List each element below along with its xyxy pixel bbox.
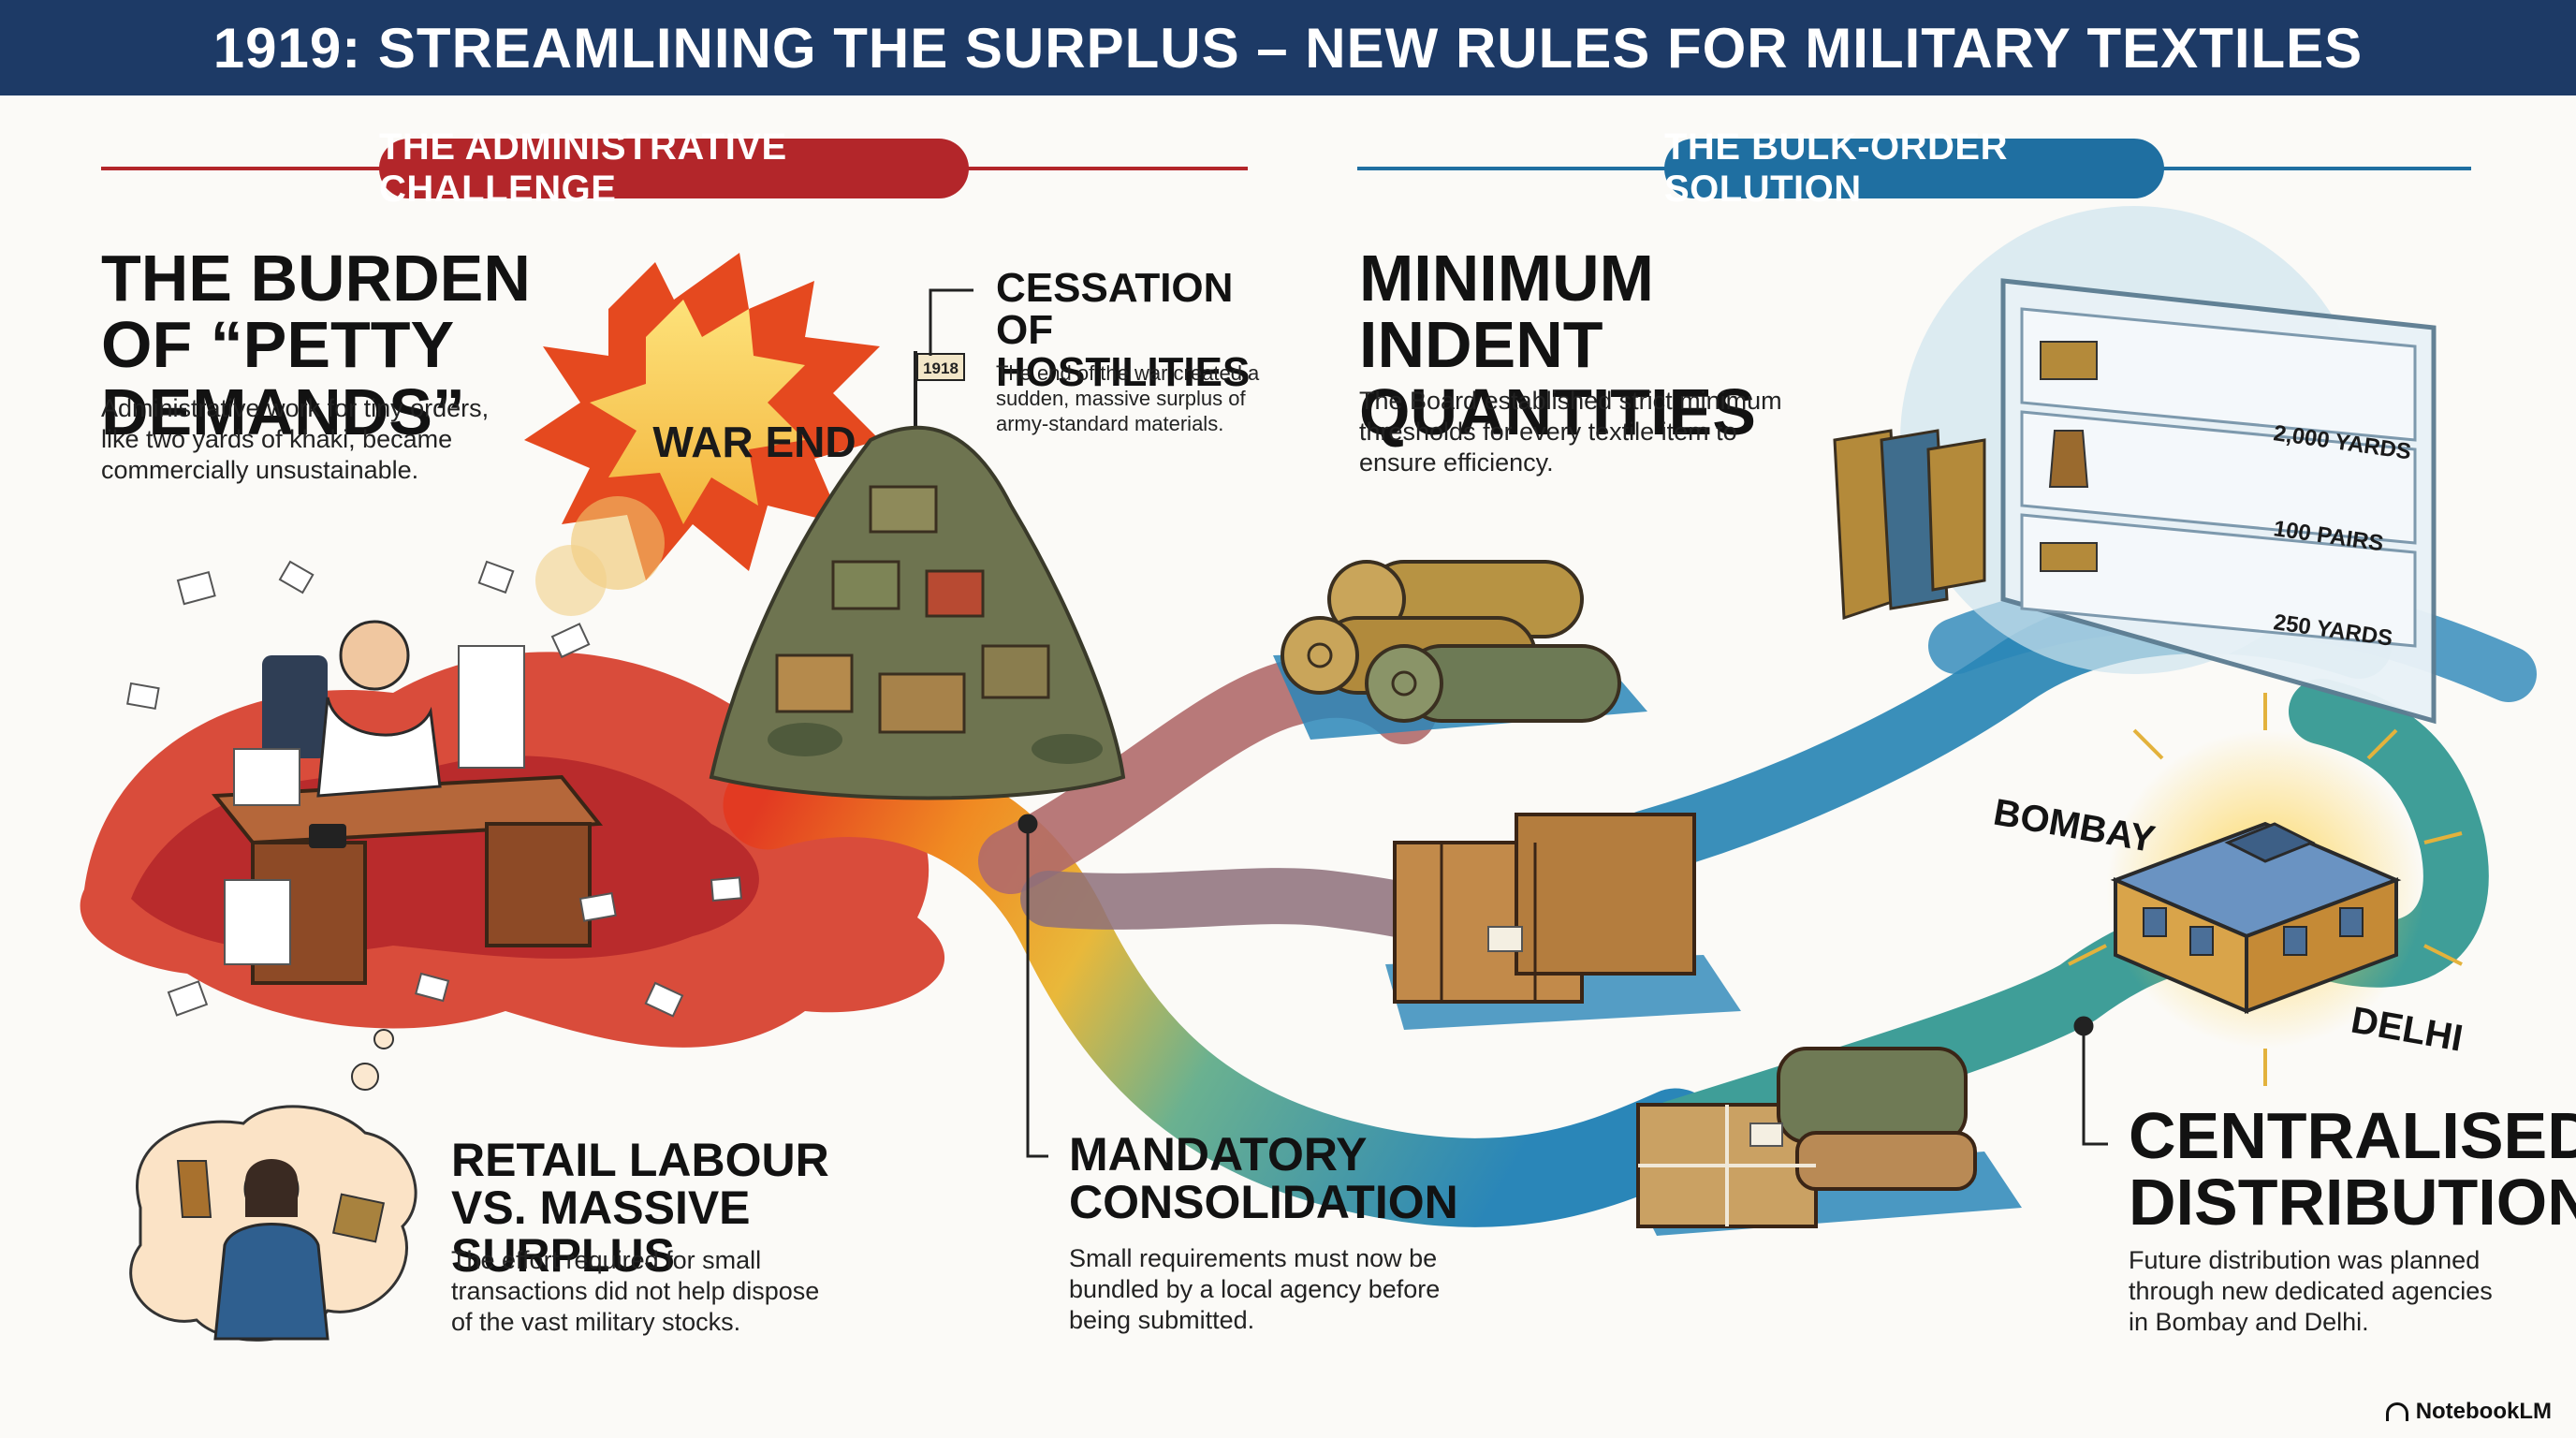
city-delhi: DELHI [2348,1000,2466,1060]
retail-labour-illustration [129,1029,417,1342]
title-bar: 1919: STREAMLINING THE SURPLUS – NEW RUL… [0,0,2576,95]
distribution-building: BOMBAY DELHI [1990,693,2466,1086]
retail-labour-body: The effort required for small transactio… [451,1246,820,1336]
callout-connectors [1017,814,2108,1158]
brand-logo: NotebookLM [2385,1399,2552,1425]
surplus-pile [709,425,1126,800]
petty-demands-heading: THE BURDEN OF “PETTY DEMANDS” [101,242,531,448]
brand-name: NotebookLM [2415,1399,2552,1424]
centralised-body: Future distribution was planned through … [2129,1246,2493,1336]
flying-papers [126,560,742,1018]
page-title: 1919: STREAMLINING THE SURPLUS – NEW RUL… [212,16,2364,80]
centralised-heading: CENTRALISED DISTRIBUTION [2129,1099,2576,1240]
petty-demands-body: Administrative work for tiny orders, lik… [101,394,490,484]
cessation-body: The end of the war created a sudden, mas… [996,361,1260,435]
challenge-pill: THE ADMINISTRATIVE CHALLENGE [379,126,969,210]
threshold-panel: 2,000 YARDS 100 PAIRS 250 YARDS [1833,206,2437,725]
consolidation-heading: MANDATORY CONSOLIDATION [1069,1128,1458,1228]
wooden-crates [1385,813,1741,1030]
consolidation-body: Small requirements must now be bundled b… [1069,1244,1441,1334]
retail-labour-heading: RETAIL LABOUR VS. MASSIVE SURPLUS [451,1134,829,1282]
war-end-explosion: WAR END [524,253,880,616]
notebooklm-icon [2385,1402,2408,1421]
tied-parcels [1629,1047,2022,1236]
minimum-indent-heading: MINIMUM INDENT QUANTITIES [1359,242,1756,448]
year-flag: 1918 [914,351,965,431]
cessation-connector [929,288,973,356]
fabric-rolls [1273,560,1647,740]
war-end-text: WAR END [652,418,856,466]
desk-scene [212,620,603,985]
minimum-indent-body: The Board established strict minimum thr… [1359,387,1782,477]
flag-year: 1918 [923,360,959,377]
cessation-heading: CESSATION OF HOSTILITIES [996,265,1251,395]
